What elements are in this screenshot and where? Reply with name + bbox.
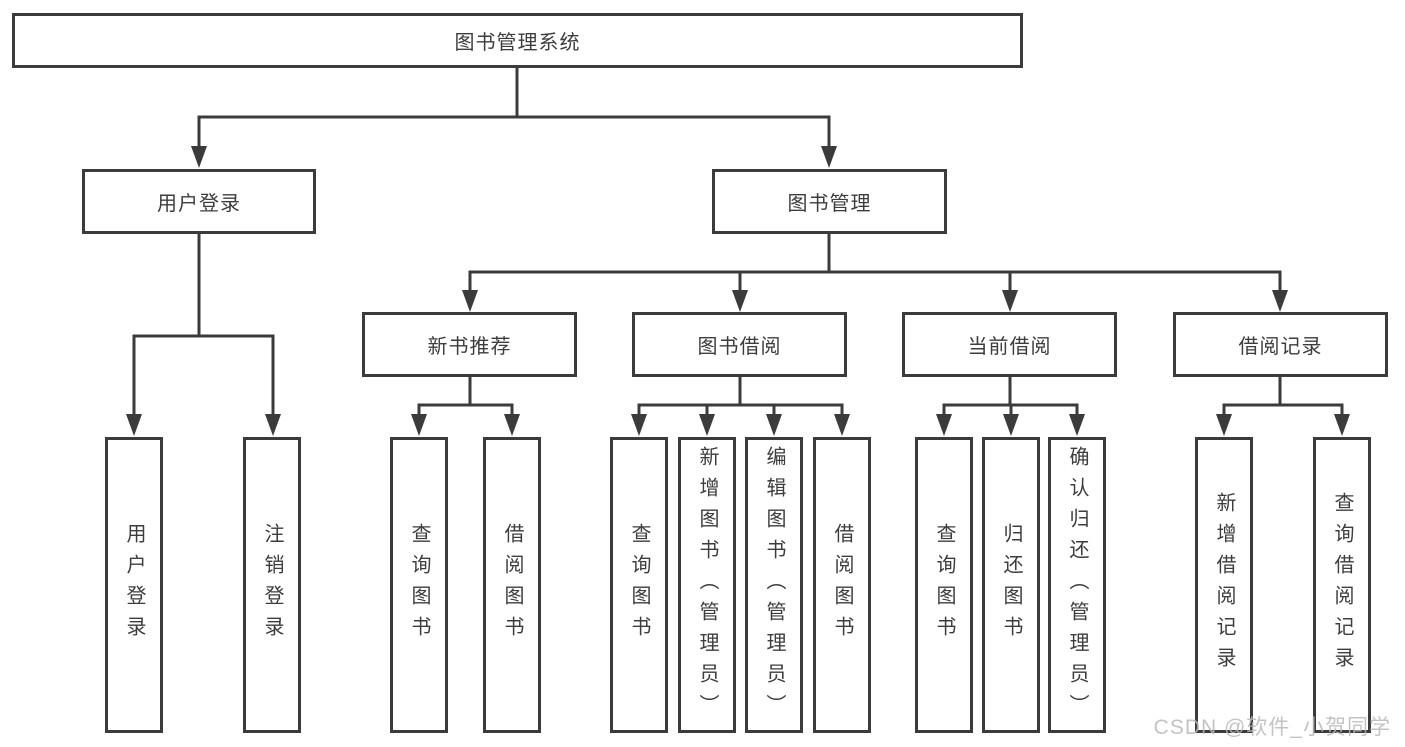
book-management-branch [462, 232, 1288, 312]
root-branch [191, 66, 837, 168]
leaf-query-book-recommend: 查询图书 [390, 437, 448, 733]
leaf-confirm-return-admin-label: 确认归还（管理员） [1066, 445, 1088, 725]
leaf-borrow-book-recommend: 借阅图书 [483, 437, 541, 733]
node-root: 图书管理系统 [12, 13, 1023, 68]
node-user-login-label: 用户登录 [157, 193, 241, 215]
node-borrow-records: 借阅记录 [1173, 312, 1388, 377]
leaf-query-borrow-record: 查询借阅记录 [1313, 437, 1371, 733]
leaf-query-book-current: 查询图书 [915, 437, 973, 733]
leaf-add-borrow-record-label: 新增借阅记录 [1213, 492, 1235, 678]
leaf-query-book-borrow: 查询图书 [610, 437, 668, 733]
leaf-borrow-book-label: 借阅图书 [831, 523, 853, 647]
book-borrow-branch [631, 375, 850, 436]
node-root-label: 图书管理系统 [454, 32, 581, 54]
node-book-management-label: 图书管理 [787, 193, 872, 215]
leaf-logout-login-label: 注销登录 [261, 523, 283, 647]
borrow-records-branch [1216, 375, 1350, 436]
leaf-borrow-book-recommend-label: 借阅图书 [501, 523, 523, 647]
user-login-branch [126, 232, 281, 436]
leaf-return-book-label: 归还图书 [1000, 523, 1022, 647]
leaf-borrow-book: 借阅图书 [813, 437, 871, 733]
watermark: CSDN @软件_小贺同学 [1153, 716, 1391, 739]
node-new-book-recommend: 新书推荐 [362, 312, 577, 377]
node-user-login: 用户登录 [82, 169, 316, 234]
leaf-query-book-current-label: 查询图书 [933, 523, 955, 647]
leaf-edit-book-admin: 编辑图书（管理员） [745, 437, 803, 733]
leaf-user-login: 用户登录 [105, 437, 163, 733]
leaf-add-borrow-record: 新增借阅记录 [1195, 437, 1253, 733]
new-book-branch [411, 375, 520, 436]
node-current-borrow: 当前借阅 [902, 312, 1117, 377]
node-book-management: 图书管理 [712, 169, 947, 234]
leaf-query-book-recommend-label: 查询图书 [408, 523, 430, 647]
leaf-edit-book-admin-label: 编辑图书（管理员） [763, 445, 785, 725]
node-borrow-records-label: 借阅记录 [1238, 336, 1323, 358]
leaf-query-book-borrow-label: 查询图书 [628, 523, 650, 647]
current-borrow-branch [936, 375, 1085, 436]
leaf-confirm-return-admin: 确认归还（管理员） [1048, 437, 1106, 733]
leaf-query-borrow-record-label: 查询借阅记录 [1331, 492, 1353, 678]
leaf-add-book-admin-label: 新增图书（管理员） [696, 445, 718, 725]
node-book-borrow: 图书借阅 [632, 312, 847, 377]
node-current-borrow-label: 当前借阅 [967, 336, 1052, 358]
node-new-book-recommend-label: 新书推荐 [427, 336, 512, 358]
node-book-borrow-label: 图书借阅 [697, 336, 782, 358]
leaf-return-book: 归还图书 [982, 437, 1040, 733]
leaf-user-login-label: 用户登录 [123, 523, 145, 647]
leaf-logout-login: 注销登录 [243, 437, 301, 733]
leaf-add-book-admin: 新增图书（管理员） [678, 437, 736, 733]
